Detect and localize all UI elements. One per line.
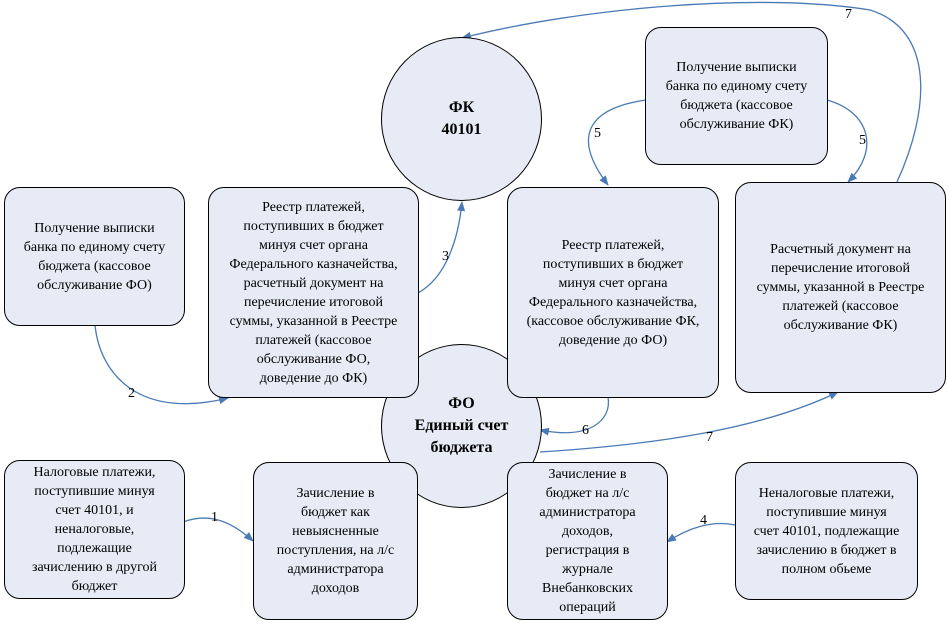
admin-income-node: Зачисление в бюджет на л/с администратор… bbox=[507, 462, 668, 620]
connector-4 bbox=[666, 522, 736, 543]
edge-label-7a: 7 bbox=[706, 430, 713, 445]
fo-budget-account-label: ФО Единый счет бюджета bbox=[414, 395, 509, 456]
admin-income-label: Зачисление в бюджет на л/с администратор… bbox=[539, 467, 636, 615]
register-fo-label: Реестр платежей, поступивших в бюджет ми… bbox=[229, 199, 398, 386]
connector-5a bbox=[587, 99, 647, 186]
connector-5b bbox=[826, 99, 868, 183]
left-bank-statement-node: Получение выписки банка по единому счету… bbox=[4, 187, 185, 326]
unclear-receipts-node: Зачисление в бюджет как невыясненные пос… bbox=[253, 462, 418, 620]
edge-label-2: 2 bbox=[128, 386, 135, 401]
fk-account-label: ФК 40101 bbox=[441, 99, 482, 138]
top-bank-statement-label: Получение выписки банка по единому счету… bbox=[665, 60, 808, 132]
edge-label-3: 3 bbox=[442, 249, 449, 264]
edge-label-1: 1 bbox=[211, 510, 218, 525]
register-fo-node: Реестр платежей, поступивших в бюджет ми… bbox=[208, 187, 419, 398]
register-fk-label: Реестр платежей, поступивших в бюджет ми… bbox=[526, 237, 700, 348]
left-bank-statement-label: Получение выписки банка по единому счету… bbox=[23, 220, 166, 293]
fk-account-node: ФК 40101 bbox=[381, 37, 542, 201]
top-bank-statement-node: Получение выписки банка по единому счету… bbox=[645, 27, 828, 165]
connector-3 bbox=[417, 201, 466, 294]
edge-label-6: 6 bbox=[582, 423, 589, 438]
tax-payments-label: Налоговые платежи, поступившие минуя сче… bbox=[31, 465, 157, 594]
edge-label-5b: 5 bbox=[859, 133, 866, 148]
edge-label-4: 4 bbox=[700, 513, 707, 528]
unclear-receipts-label: Зачисление в бюджет как невыясненные пос… bbox=[276, 486, 395, 596]
payment-document-fk-label: Расчетный документ на перечисление итого… bbox=[756, 242, 925, 333]
connector-2 bbox=[94, 324, 229, 405]
nontax-payments-label: Неналоговые платежи, поступившие минуя с… bbox=[753, 485, 900, 577]
connector-1 bbox=[182, 517, 254, 542]
edge-label-5a: 5 bbox=[594, 126, 601, 141]
connector-7b bbox=[461, 1, 922, 183]
register-fk-node: Реестр платежей, поступивших в бюджет ми… bbox=[507, 187, 719, 398]
payment-document-fk-node: Расчетный документ на перечисление итого… bbox=[735, 182, 946, 393]
connector-6 bbox=[539, 396, 610, 436]
edge-label-7b: 7 bbox=[845, 7, 852, 22]
connector-7a bbox=[539, 391, 839, 453]
tax-payments-node: Налоговые платежи, поступившие минуя сче… bbox=[4, 460, 185, 599]
nontax-payments-node: Неналоговые платежи, поступившие минуя с… bbox=[735, 462, 918, 600]
